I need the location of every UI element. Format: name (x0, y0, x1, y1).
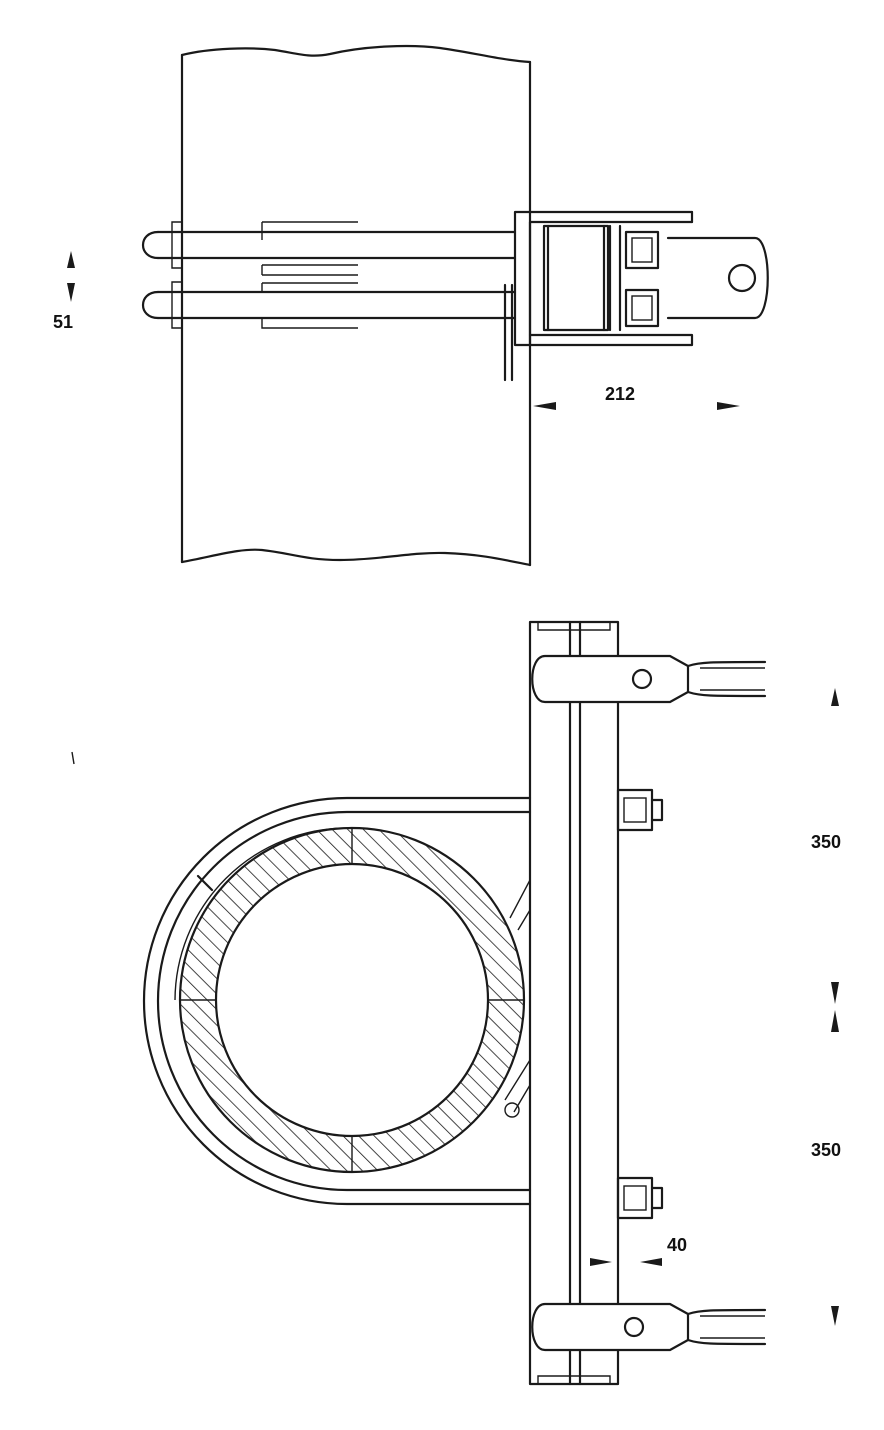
lug-lower (531, 1302, 767, 1352)
pole-cross-section (178, 826, 526, 1174)
dim-label-51: 51 (53, 312, 74, 332)
stray-mark (71, 751, 75, 765)
dim-212-arrows (533, 402, 740, 410)
strut-lower (504, 1059, 531, 1113)
mounting-plate (503, 283, 514, 382)
plan-section-view (71, 620, 839, 1386)
strut-upper (509, 879, 531, 931)
pole-bottom-break-line (180, 548, 532, 567)
strut-pin (504, 1102, 520, 1118)
channel-bar (528, 620, 620, 1386)
bolt-lower (616, 1176, 664, 1220)
dim-350-arrows (831, 688, 839, 1326)
pole-body (180, 53, 532, 567)
pole-elevation-view (67, 44, 769, 567)
dim-40-arrows (590, 1258, 662, 1266)
dim-label-350-upper: 350 (811, 832, 842, 852)
u-bolt-lower (142, 281, 517, 329)
u-bolt-upper (142, 221, 517, 269)
bolt-upper (616, 788, 664, 832)
dim-label-40: 40 (667, 1235, 688, 1255)
lug-upper (531, 654, 767, 704)
rod-guide-plates (261, 221, 358, 329)
pole-top-break-line (180, 44, 532, 64)
u-strap (142, 796, 532, 1206)
dim-51-arrows (67, 251, 75, 302)
dim-label-350-lower: 350 (811, 1140, 842, 1160)
bracket-assembly (513, 210, 769, 347)
dim-label-212: 212 (605, 384, 636, 404)
